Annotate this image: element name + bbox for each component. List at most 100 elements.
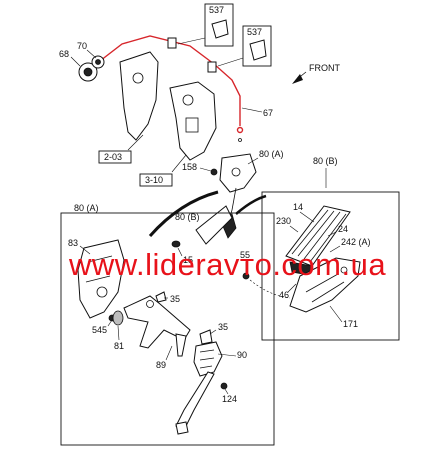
leader-171 (329, 305, 343, 323)
leader-80a-top (247, 157, 259, 165)
bracket-3-10 (169, 81, 217, 161)
leader-35-b (209, 329, 217, 335)
clip-35-a (155, 291, 167, 303)
grommet-68-core (83, 67, 93, 77)
pedal-arm-pivot (146, 300, 154, 308)
accelerator-cable (95, 35, 241, 118)
leader-90 (217, 353, 237, 357)
bracket-2-03 (119, 51, 159, 141)
label-68: 68 (59, 49, 69, 59)
connector-to-80a (148, 190, 219, 237)
leader-70 (86, 49, 97, 59)
leader-14 (299, 211, 315, 223)
leader-2-03 (127, 134, 144, 151)
ref-3-10: 3-10 (145, 175, 163, 185)
pedal-pad-ribs (291, 209, 347, 263)
leader-230 (289, 225, 299, 233)
bolt-55 (242, 272, 250, 280)
bracket-83 (77, 239, 125, 319)
label-83: 83 (68, 238, 78, 248)
label-15: 15 (183, 255, 193, 265)
pedal-pad-mid (195, 205, 233, 245)
clip-158 (210, 168, 218, 176)
bolt-15 (171, 240, 181, 248)
front-label: FRONT (309, 63, 340, 73)
bracket-3-10-slot (185, 117, 199, 133)
pedal-lever (175, 333, 187, 357)
pedal-rod-foot (175, 421, 189, 435)
pedal-arm-89 (123, 295, 191, 349)
cable-end-bead (238, 138, 242, 142)
pedal-rod (175, 371, 215, 431)
pedal-arm-171-ribs (305, 273, 345, 303)
leader-124 (224, 388, 229, 395)
watermark: www.lideravтo.com.ua (68, 247, 386, 282)
ref-box-3-10 (139, 173, 173, 187)
label-171: 171 (343, 319, 358, 329)
label-70: 70 (77, 41, 87, 51)
label-242a: 242 (A) (341, 237, 371, 247)
leader-89 (165, 345, 173, 361)
leader-545 (107, 319, 113, 327)
label-80b-top: 80 (B) (313, 156, 338, 166)
leader-537-b (217, 57, 244, 67)
leader-3-10 (171, 154, 187, 173)
leader-158 (199, 167, 212, 172)
label-537-b: 537 (247, 27, 262, 37)
ref-box-2-03 (98, 150, 132, 164)
ref-2-03: 2-03 (104, 152, 122, 162)
bushing-81 (112, 310, 124, 326)
label-24: 24 (338, 224, 348, 234)
cable-end-ring (236, 126, 244, 134)
bracket-2-03-hole (132, 72, 144, 84)
label-537-a: 537 (209, 5, 224, 15)
label-81: 81 (114, 341, 124, 351)
leader-83 (79, 245, 91, 255)
label-158: 158 (182, 162, 197, 172)
label-545: 545 (92, 325, 107, 335)
leader-46 (287, 283, 297, 293)
clip-537-a (211, 19, 229, 39)
clip-35-b (199, 329, 213, 345)
pedal-bracket-pivot (231, 167, 241, 177)
connector-to-80b (235, 194, 267, 215)
leader-55-dash (249, 279, 291, 299)
leader-24 (327, 231, 337, 237)
leader-68 (70, 56, 81, 67)
bracket-83-ribs (85, 255, 113, 283)
nut-70-core (95, 59, 101, 65)
leader-537-a (177, 37, 206, 45)
inset-80a (60, 212, 275, 446)
clip-537-b (249, 39, 267, 61)
cable-clip-2 (207, 61, 217, 73)
label-67: 67 (263, 108, 273, 118)
pedal-bracket-80a (219, 153, 257, 193)
bracket-83-hole (96, 286, 108, 298)
label-80a-left: 80 (A) (74, 203, 99, 213)
inset-80b (261, 191, 400, 341)
label-124: 124 (222, 394, 237, 404)
label-230: 230 (276, 216, 291, 226)
cable-clip-1 (167, 37, 177, 49)
front-arrow-icon (292, 74, 303, 84)
label-14: 14 (293, 202, 303, 212)
label-55: 55 (240, 250, 250, 260)
label-80b-mid: 80 (B) (175, 212, 200, 222)
inset-537-a (204, 3, 234, 47)
leader-15 (177, 247, 183, 257)
spring-coils (199, 349, 215, 369)
inset-537-b (242, 25, 272, 67)
pedal-arm-171 (289, 257, 361, 313)
leader-67 (241, 107, 263, 113)
label-80a-top: 80 (A) (259, 149, 284, 159)
leader-242a (329, 245, 341, 253)
label-89: 89 (156, 360, 166, 370)
label-35-b: 35 (218, 322, 228, 332)
pedal-arm-171-pivot (340, 266, 348, 274)
bracket-3-10-hole (182, 94, 194, 106)
leader-81 (117, 325, 120, 341)
clip-124 (220, 382, 228, 390)
label-46: 46 (279, 290, 289, 300)
label-90: 90 (237, 350, 247, 360)
